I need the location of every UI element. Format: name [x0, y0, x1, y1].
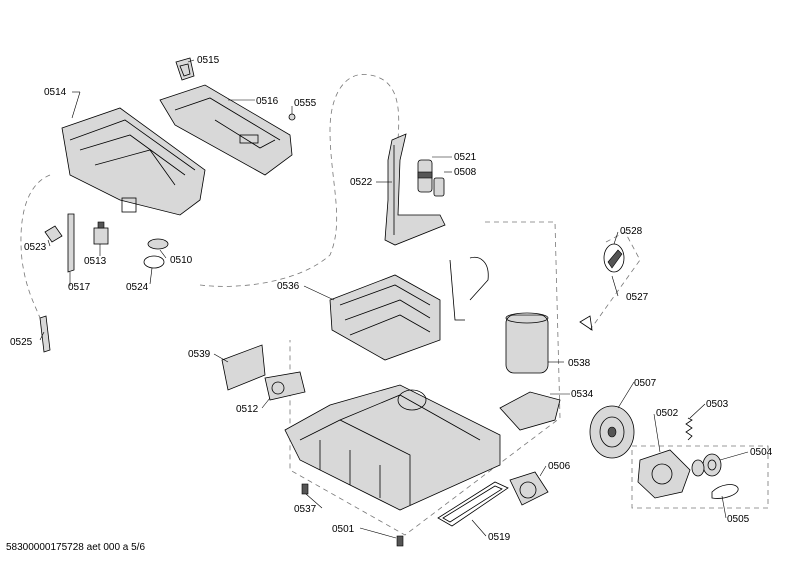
label-0508: 0508: [454, 167, 477, 178]
mount-part-0534: [499, 391, 561, 431]
gasket-part-0519: [437, 481, 509, 527]
sensor-part-0528: [579, 243, 625, 331]
drawer-part-0516: [159, 84, 293, 176]
sensor-part-0513: [93, 221, 109, 245]
seal-part-0510: [147, 238, 169, 250]
label-0504: 0504: [750, 447, 773, 458]
screw-part-0537: [301, 483, 309, 495]
filter-part-0506: [509, 471, 549, 506]
label-0515: 0515: [197, 55, 220, 66]
reservoir-part-0514: [61, 107, 206, 216]
hose-dashed-outline: [20, 174, 51, 319]
label-0502: 0502: [656, 408, 679, 419]
diagram-reference-footer: 58300000175728 aet 000 a 5/6: [6, 542, 146, 553]
label-0524: 0524: [126, 282, 149, 293]
label-0513: 0513: [84, 256, 107, 267]
housing-dashed-outline: [289, 221, 561, 536]
label-0514: 0514: [44, 87, 67, 98]
capacitor-part-0521: [417, 159, 433, 193]
screw-part-0501-foot: [396, 535, 404, 547]
belt-part-0505: [711, 484, 739, 499]
pulley-part-0504: [691, 453, 722, 477]
label-0512: 0512: [236, 404, 259, 415]
label-0519: 0519: [488, 532, 511, 543]
label-0517: 0517: [68, 282, 91, 293]
hose-part-0525: [39, 315, 51, 353]
label-0555: 0555: [294, 98, 317, 109]
sensor-dashed-outline: [589, 231, 641, 331]
label-0534: 0534: [571, 389, 594, 400]
clip-part-0515: [175, 57, 195, 81]
seal-part-0524: [143, 255, 165, 269]
label-0510: 0510: [170, 255, 193, 266]
leader-lines: [39, 59, 749, 539]
label-0505: 0505: [727, 514, 750, 525]
label-0507: 0507: [634, 378, 657, 389]
label-0501: 0501: [332, 524, 355, 535]
label-0536: 0536: [277, 281, 300, 292]
label-0528: 0528: [620, 226, 643, 237]
label-0516: 0516: [256, 96, 279, 107]
pump-part-0512: [264, 371, 306, 401]
refrigerant-pipe: [449, 256, 489, 321]
label-0521: 0521: [454, 152, 477, 163]
condenser-part-0536: [329, 274, 441, 361]
motor-part-0502: [637, 449, 691, 499]
motor-dashed-box: [631, 445, 769, 509]
spring-part-0503: [685, 417, 693, 441]
label-0503: 0503: [706, 399, 729, 410]
label-0539: 0539: [188, 349, 211, 360]
duct-part-0522: [384, 133, 446, 246]
label-0506: 0506: [548, 461, 571, 472]
capacitor-part-0508: [433, 177, 445, 197]
label-0537: 0537: [294, 504, 317, 515]
bracket-part-0523: [44, 225, 63, 243]
label-0523: 0523: [24, 242, 47, 253]
label-0527: 0527: [626, 292, 649, 303]
label-0525: 0525: [10, 337, 33, 348]
screw-part-0555: [288, 113, 296, 121]
base-housing-part-0501: [284, 384, 501, 511]
label-0538: 0538: [568, 358, 591, 369]
label-0522: 0522: [350, 177, 373, 188]
compressor-part-0538: [505, 312, 549, 374]
pipe-part-0517: [67, 213, 75, 273]
cover-part-0539: [221, 344, 266, 391]
fan-wheel-part-0507: [589, 405, 635, 459]
